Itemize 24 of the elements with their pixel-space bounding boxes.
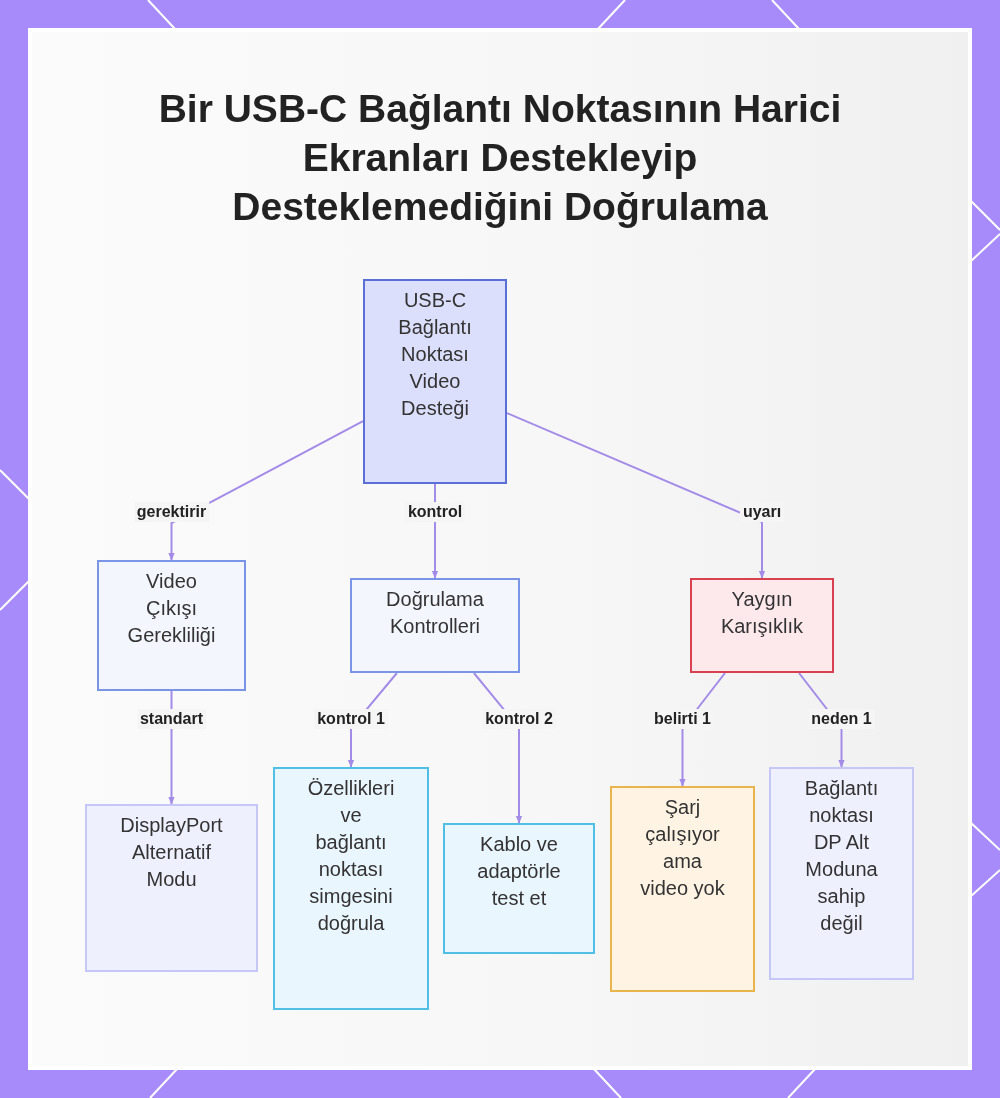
- node-box: [97, 560, 246, 691]
- node-box: [610, 786, 755, 992]
- node-box: [273, 767, 429, 1010]
- node-label: Bağlantı noktası DP Alt Moduna sahip değil: [803, 776, 880, 936]
- node-box: [85, 804, 258, 972]
- node-box: [443, 823, 595, 954]
- node-label: Şarj çalışıyor ama video yok: [639, 795, 726, 901]
- connector-arrow: [168, 690, 175, 805]
- node-label: Yaygın Karışıklık: [719, 587, 805, 639]
- edge-label: standart: [136, 709, 207, 729]
- node-box: [769, 767, 914, 980]
- node-box: [350, 578, 520, 673]
- edge-label: gerektirir: [133, 502, 210, 522]
- node-box: [690, 578, 834, 673]
- node-label: USB-C Bağlantı Noktası Video Desteği: [397, 288, 473, 421]
- node-label: Doğrulama Kontrolleri: [385, 587, 485, 639]
- node-box: [363, 279, 507, 484]
- node-label: DisplayPort Alternatif Modu: [119, 813, 224, 892]
- node-label: Video Çıkışı Gerekliliği: [126, 569, 217, 648]
- node-label: Özellikleri ve bağlantı noktası simgesini doğrula: [306, 776, 396, 936]
- diagram-title: Bir USB-C Bağlantı Noktasının Harici Ekranları Destekleyip Desteklemediğini Doğrulama: [157, 86, 843, 230]
- edge-label: kontrol 1: [314, 709, 388, 729]
- node-label: Kablo ve adaptörle test et: [476, 832, 562, 911]
- connector-arrow: [506, 412, 766, 579]
